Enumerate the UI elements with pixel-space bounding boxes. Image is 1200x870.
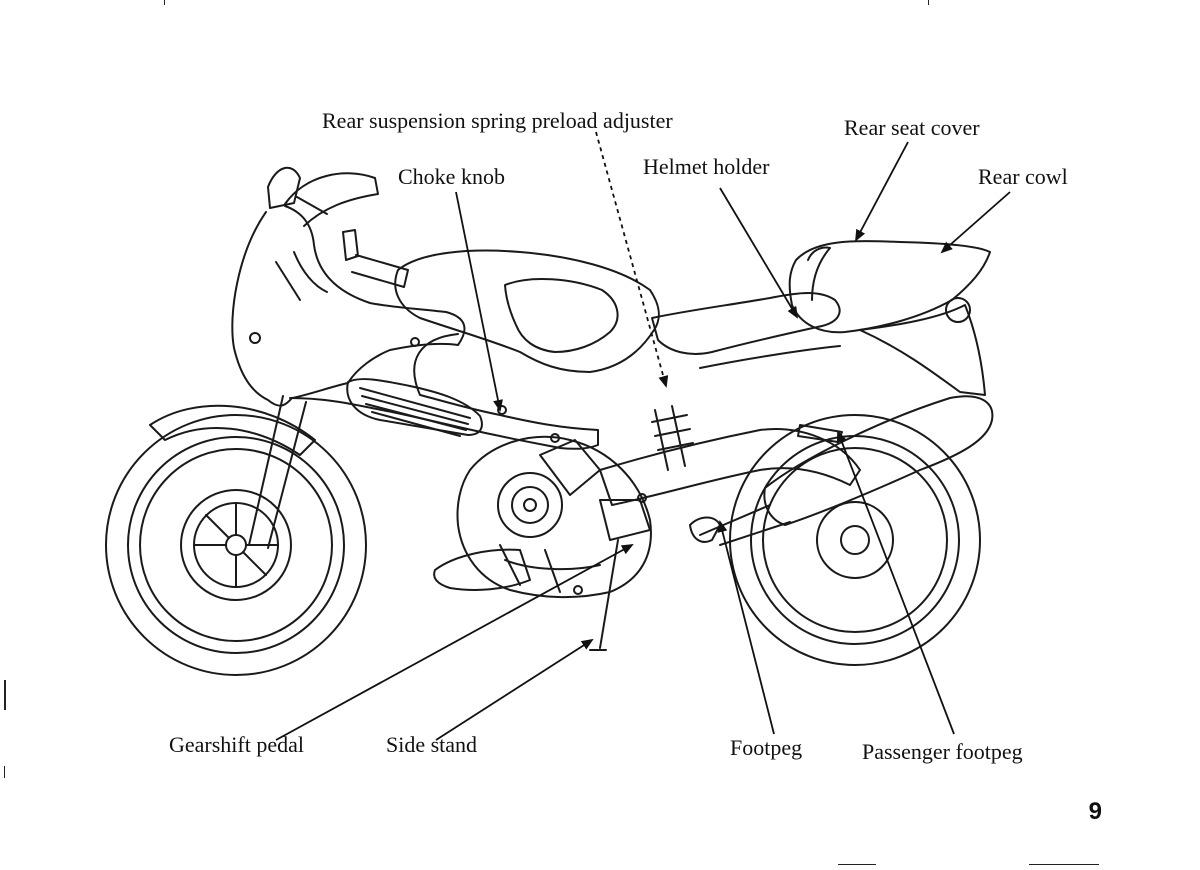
label-gearshift-pedal: Gearshift pedal <box>169 732 304 757</box>
footpeg-part <box>689 516 721 543</box>
side-fairing <box>289 333 599 450</box>
label-passenger-footpeg: Passenger footpeg <box>862 739 1023 764</box>
engine <box>456 435 652 599</box>
rear-cowl <box>859 304 986 396</box>
label-side-stand: Side stand <box>386 732 478 757</box>
front-wheel <box>105 414 367 676</box>
scan-edge-mark-bottom-1 <box>838 864 876 865</box>
windscreen <box>284 172 379 227</box>
page-number: 9 <box>1088 798 1102 825</box>
leader-rear-suspension <box>595 131 669 388</box>
scan-edge-mark-left-1 <box>4 680 6 710</box>
rear-shock <box>651 405 694 471</box>
rear-seat-cover <box>788 240 991 334</box>
scan-edge-mark-bottom-2 <box>1029 864 1099 865</box>
exhaust <box>763 395 994 526</box>
front-fork <box>248 395 307 549</box>
fuel-tank <box>394 249 660 373</box>
mirror <box>267 166 328 215</box>
leader-side-stand <box>435 638 594 741</box>
seat <box>651 292 841 355</box>
label-helmet-holder: Helmet holder <box>643 154 770 179</box>
scan-edge-mark-top-left <box>164 0 165 5</box>
rear-wheel <box>729 414 981 666</box>
lower-cowl <box>433 548 531 591</box>
leader-helmet-holder <box>719 187 799 319</box>
leader-passenger-footpeg <box>836 430 955 735</box>
label-rear-suspension-spring-preload-adjuster: Rear suspension spring preload adjuster <box>322 108 673 133</box>
label-footpeg: Footpeg <box>730 735 803 760</box>
leader-choke-knob <box>455 191 503 412</box>
leader-rear-cowl <box>940 191 1011 254</box>
scan-edge-mark-top-right <box>928 0 929 5</box>
handlebar <box>342 229 409 288</box>
label-choke-knob: Choke knob <box>398 164 505 189</box>
label-rear-seat-cover: Rear seat cover <box>844 115 980 140</box>
leader-gearshift-pedal <box>275 544 634 741</box>
leader-footpeg <box>717 520 775 735</box>
side-stand-part <box>589 539 619 651</box>
front-fender <box>149 404 316 456</box>
leader-rear-seat-cover <box>855 141 909 242</box>
front-fairing <box>231 205 466 407</box>
label-rear-cowl: Rear cowl <box>978 164 1068 189</box>
scan-edge-mark-left-2 <box>4 766 5 778</box>
